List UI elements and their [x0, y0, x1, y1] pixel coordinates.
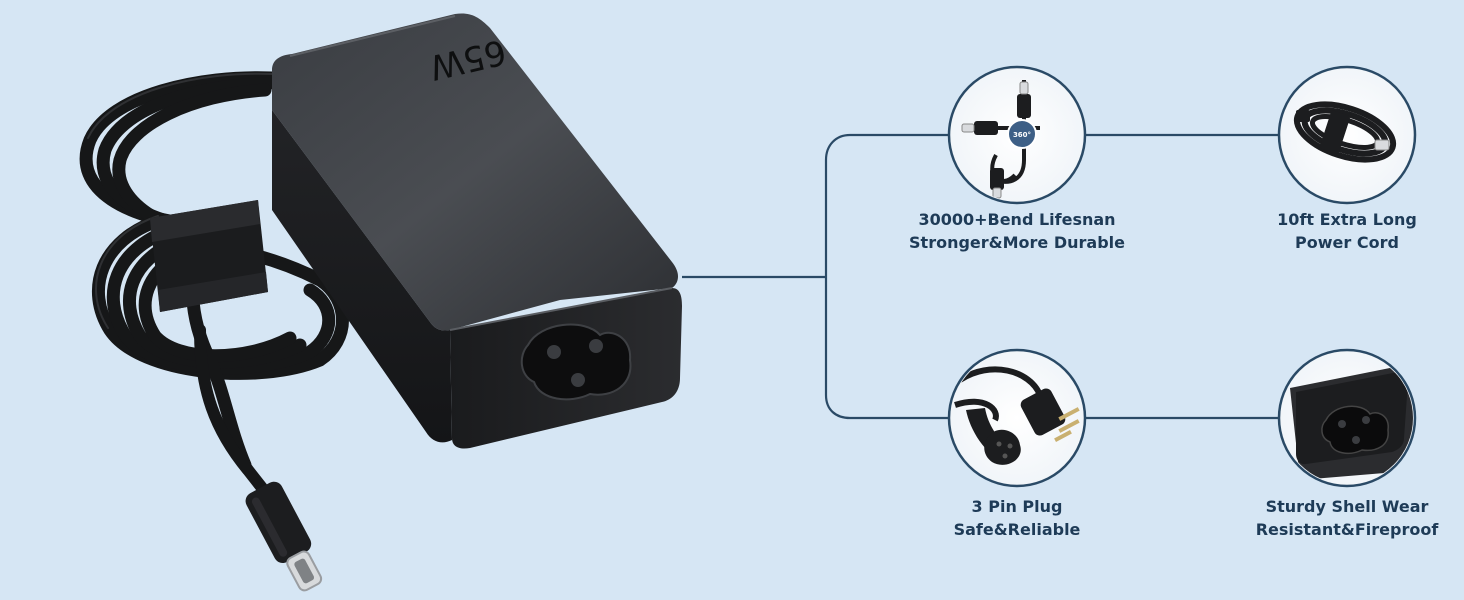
feature-circle-bend: 360° — [947, 65, 1087, 205]
feature-caption-line: 3 Pin Plug — [971, 497, 1063, 516]
feature-caption-line: Sturdy Shell Wear — [1265, 497, 1429, 516]
feature-circle-plug — [947, 348, 1087, 488]
c6-socket — [520, 323, 632, 401]
connector-lines — [682, 133, 1281, 420]
usb-c-cable-360-bend-icon — [961, 80, 1040, 199]
feature-caption-plug: 3 Pin Plug Safe&Reliable — [897, 495, 1137, 541]
cable-strap — [150, 200, 268, 312]
feature-circle-shell — [1277, 348, 1417, 488]
feature-caption-cord: 10ft Extra Long Power Cord — [1227, 208, 1464, 254]
badge-360-text: 360° — [1013, 131, 1031, 139]
feature-caption-line: Power Cord — [1295, 233, 1399, 252]
feature-caption-line: 10ft Extra Long — [1277, 210, 1417, 229]
feature-caption-line: Safe&Reliable — [953, 520, 1081, 539]
adapter-brick — [272, 13, 682, 449]
feature-caption-bend: 30000+Bend Lifesnan Stronger&More Durabl… — [897, 208, 1137, 254]
three-pin-plug-icon — [954, 366, 1080, 465]
feature-caption-line: Resistant&Fireproof — [1255, 520, 1439, 539]
feature-caption-line: 30000+Bend Lifesnan — [918, 210, 1116, 229]
feature-caption-line: Stronger&More Durable — [909, 233, 1125, 252]
adapter-shell-icon — [1290, 366, 1413, 480]
usb-c-plug — [245, 481, 323, 592]
feature-caption-shell: Sturdy Shell Wear Resistant&Fireproof — [1227, 495, 1464, 541]
coiled-power-cord-icon — [1293, 101, 1397, 163]
feature-circle-cord — [1277, 65, 1417, 205]
